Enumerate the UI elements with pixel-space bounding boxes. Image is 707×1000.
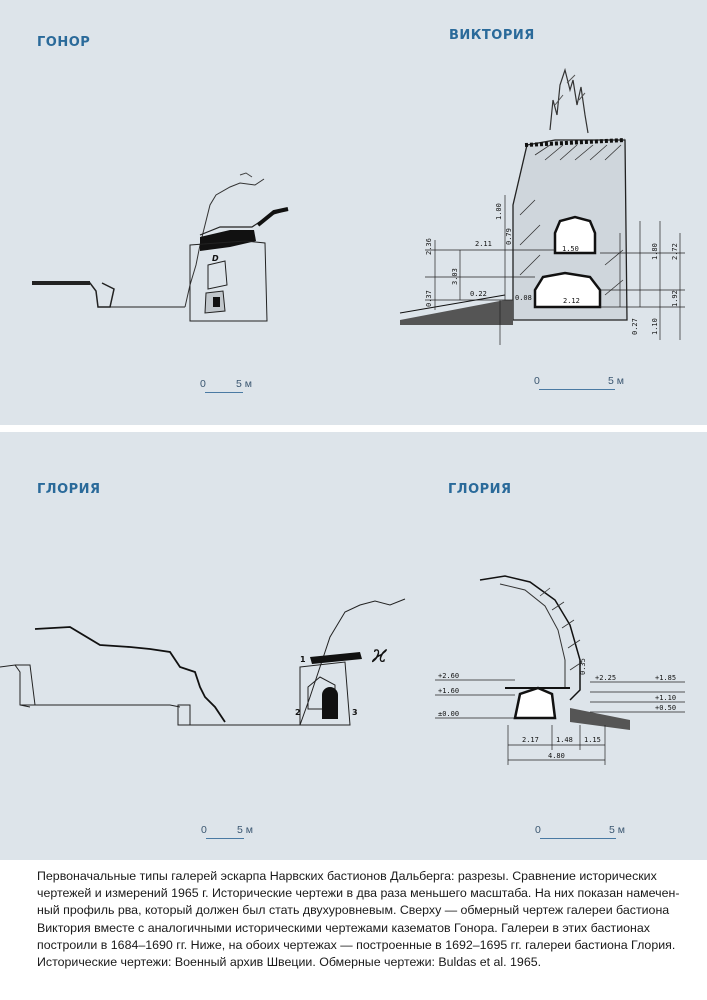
gloria-left-scale-zero: 0 xyxy=(201,824,207,836)
viktoria-dim-1-50: 1.50 xyxy=(562,245,579,253)
gonor-title: ГОНОР xyxy=(37,35,91,50)
gloria-dim-0-35: 0.35 xyxy=(579,658,587,675)
gonor-scale-zero: 0 xyxy=(200,378,206,390)
bottom-panel: ГЛОРИЯ ГЛОРИЯ 1 2 3 ϰ xyxy=(0,432,707,860)
viktoria-scale-zero: 0 xyxy=(534,375,540,387)
gonor-scale-bar: 0 5 м xyxy=(200,378,280,396)
gloria-width-1-48: 1.48 xyxy=(556,736,573,744)
viktoria-dim-1-10: 1.10 xyxy=(651,318,659,335)
gloria-level-1-85: +1.85 xyxy=(655,674,676,682)
gloria-left-scale-label: 5 м xyxy=(237,824,253,836)
viktoria-dim-0-27: 0.27 xyxy=(631,318,639,335)
gloria-level-2-60: +2.60 xyxy=(438,672,459,680)
caption-line-4: Виктория вместе с аналогичными историчес… xyxy=(37,920,650,935)
viktoria-dim-0-08: 0.08 xyxy=(515,294,532,302)
viktoria-dim-1-00: 1.00 xyxy=(495,203,503,220)
gloria-left-title: ГЛОРИЯ xyxy=(37,482,101,497)
gonor-scale-label: 5 м xyxy=(236,378,252,390)
viktoria-dim-3-03: 3.03 xyxy=(451,268,459,285)
gonor-section-drawing: D xyxy=(32,172,289,322)
top-panel: ГОНОР ВИКТОРИЯ D xyxy=(0,0,707,425)
gloria-width-1-15: 1.15 xyxy=(584,736,601,744)
viktoria-dim-0-79: 0.79 xyxy=(505,228,513,245)
viktoria-dim-1-80: 1.80 xyxy=(651,243,659,260)
gloria-width-2-17: 2.17 xyxy=(522,736,539,744)
gloria-mark-1: 1 xyxy=(300,655,306,664)
viktoria-dim-2-72: 2.72 xyxy=(671,243,679,260)
viktoria-scale-label: 5 м xyxy=(608,375,624,387)
viktoria-dim-2-36: 2.36 xyxy=(425,238,433,255)
gloria-level-1-60: +1.60 xyxy=(438,687,459,695)
gloria-mark-3: 3 xyxy=(352,708,358,717)
caption-line-3: ный профиль рва, который должен был стат… xyxy=(37,903,670,918)
svg-text:D: D xyxy=(212,254,219,263)
caption-line-2: чертежей и измерений 1965 г. Исторически… xyxy=(37,886,680,901)
gloria-left-scale-line xyxy=(206,838,244,839)
caption-line-6: Исторические чертежи: Военный архив Швец… xyxy=(37,955,542,970)
gloria-left-scale-bar: 0 5 м xyxy=(201,824,281,842)
gloria-ornamental-glyph: ϰ xyxy=(371,640,388,668)
viktoria-section-drawing: 2.36 1.00 0.79 2.11 3.03 0.22 0.37 0.08 … xyxy=(399,67,685,345)
gloria-right-title: ГЛОРИЯ xyxy=(448,482,512,497)
viktoria-dim-1-92: 1.92 xyxy=(671,290,679,307)
viktoria-title: ВИКТОРИЯ xyxy=(449,28,535,43)
gloria-width-4-80: 4.80 xyxy=(548,752,565,760)
viktoria-dim-0-37: 0.37 xyxy=(425,290,433,307)
viktoria-dim-2-12: 2.12 xyxy=(563,297,580,305)
viktoria-scale-bar: 0 5 м xyxy=(534,375,629,393)
gloria-right-scale-label: 5 м xyxy=(609,824,625,836)
viktoria-dim-2-11: 2.11 xyxy=(475,240,492,248)
gloria-historic-drawing: 1 2 3 ϰ xyxy=(0,598,406,726)
gloria-level-1-10: +1.10 xyxy=(655,694,676,702)
gloria-level-0-00: ±0.00 xyxy=(438,710,459,718)
gonor-scale-line xyxy=(205,392,243,393)
gloria-right-scale-bar: 0 5 м xyxy=(535,824,630,842)
viktoria-dim-0-22: 0.22 xyxy=(470,290,487,298)
gloria-right-scale-zero: 0 xyxy=(535,824,541,836)
gloria-right-scale-line xyxy=(540,838,616,839)
gloria-level-2-25: +2.25 xyxy=(595,674,616,682)
caption-line-1: Первоначальные типы галерей эскарпа Нарв… xyxy=(37,869,657,883)
gloria-measured-drawing: +2.60 +1.60 ±0.00 +2.25 +1.85 +1.10 +0.5… xyxy=(435,575,685,765)
figure-caption: Первоначальные типы галерей эскарпа Нарв… xyxy=(37,868,702,971)
caption-line-5: построили в 1684–1690 гг. Ниже, на обоих… xyxy=(37,937,676,952)
viktoria-scale-line xyxy=(539,389,615,390)
gloria-mark-2: 2 xyxy=(295,708,301,717)
gloria-level-0-50: +0.50 xyxy=(655,704,676,712)
